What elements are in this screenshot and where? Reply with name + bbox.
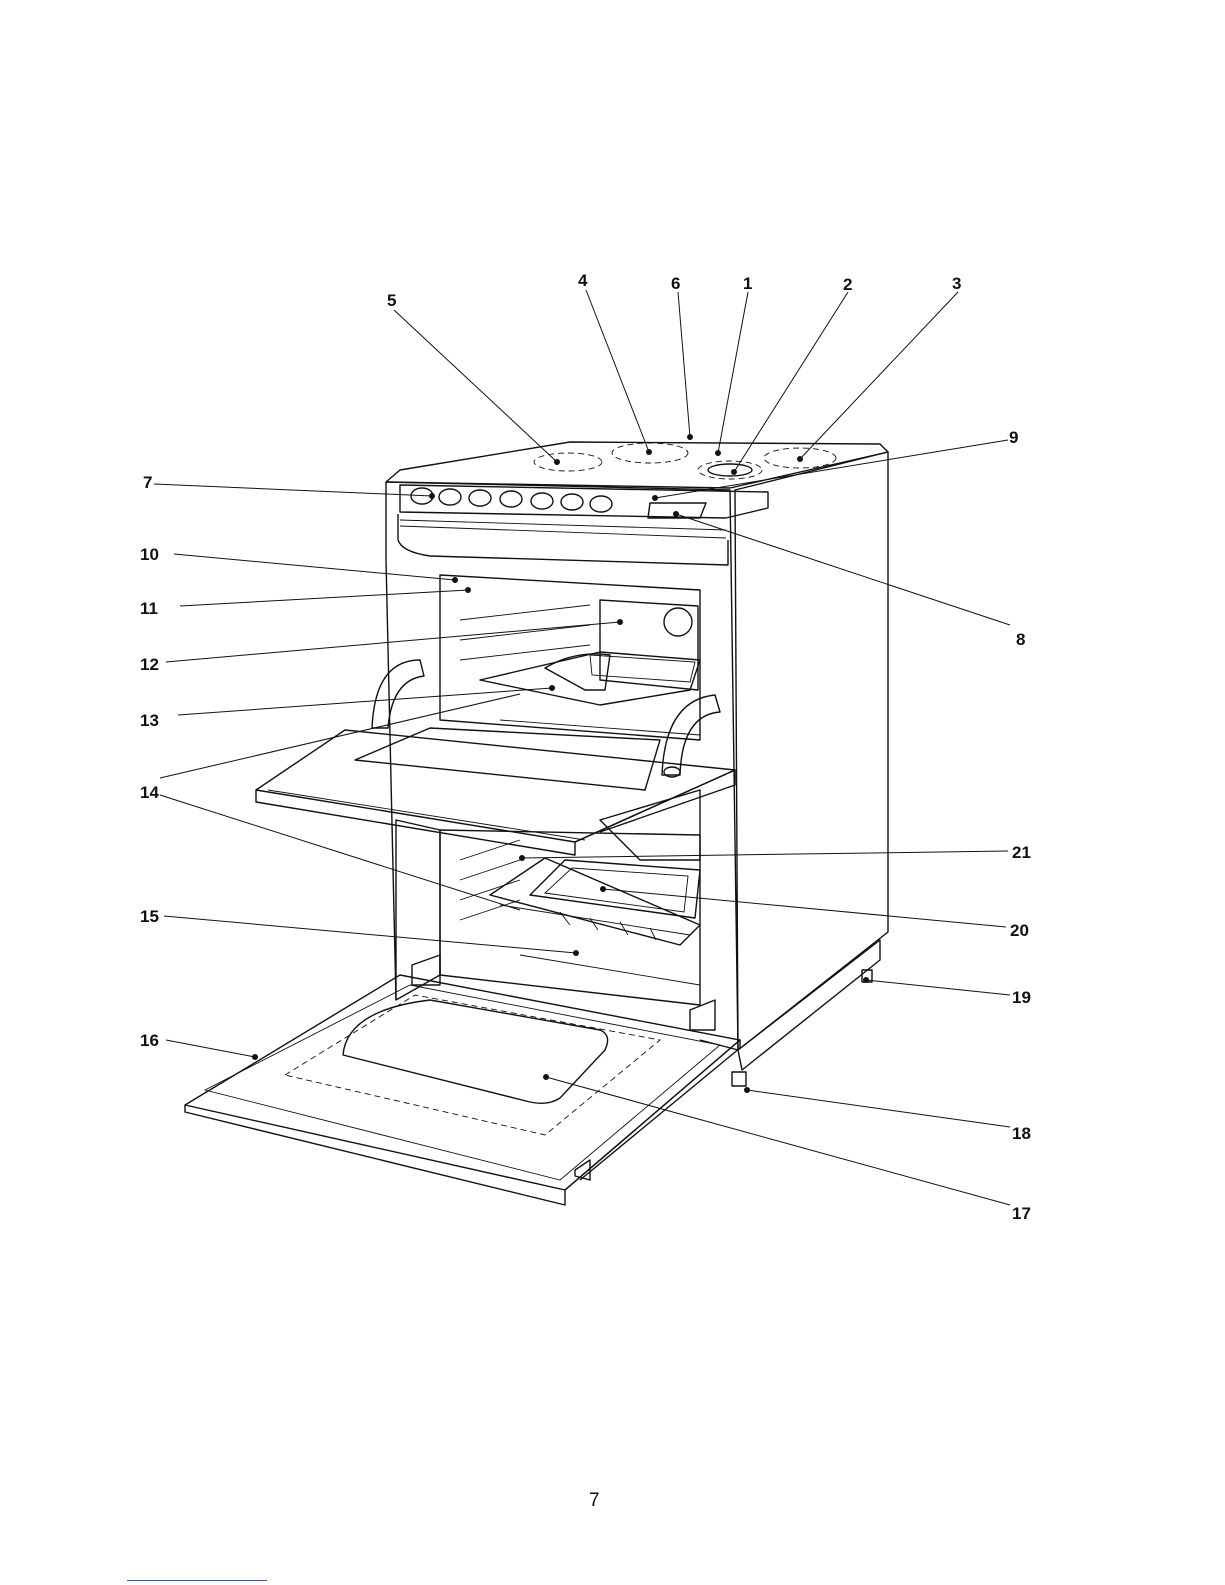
grill-door [256,660,735,855]
callout-2: 2 [843,275,852,294]
oven-door [185,975,740,1205]
callout-14: 14 [140,783,159,802]
callout-8: 8 [1016,630,1025,649]
callout-leaders [154,290,1010,1205]
callout-17: 17 [1012,1204,1031,1223]
callout-4: 4 [578,271,588,290]
callout-5: 5 [387,291,396,310]
feet [732,970,872,1086]
control-knobs [411,488,612,512]
callout-20: 20 [1010,921,1029,940]
callout-9: 9 [1009,428,1018,447]
main-oven [396,790,715,1030]
callout-21: 21 [1012,843,1031,862]
callout-10: 10 [140,545,159,564]
callout-18: 18 [1012,1124,1031,1143]
grill-compartment [440,575,700,740]
callout-16: 16 [140,1031,159,1050]
page-number: 7 [589,1490,600,1512]
cooker-body [386,442,888,1070]
callout-13: 13 [140,711,159,730]
callout-6: 6 [671,274,680,293]
callout-12: 12 [140,655,159,674]
callout-numbers: 1 2 3 4 5 6 7 8 9 10 11 12 13 14 15 16 1… [140,271,1031,1223]
callout-7: 7 [143,473,152,492]
callout-19: 19 [1012,988,1031,1007]
callout-11: 11 [140,599,158,618]
callout-15: 15 [140,907,159,926]
callout-1: 1 [743,274,752,293]
footer-link-underline [127,1580,267,1581]
callout-3: 3 [952,274,961,293]
